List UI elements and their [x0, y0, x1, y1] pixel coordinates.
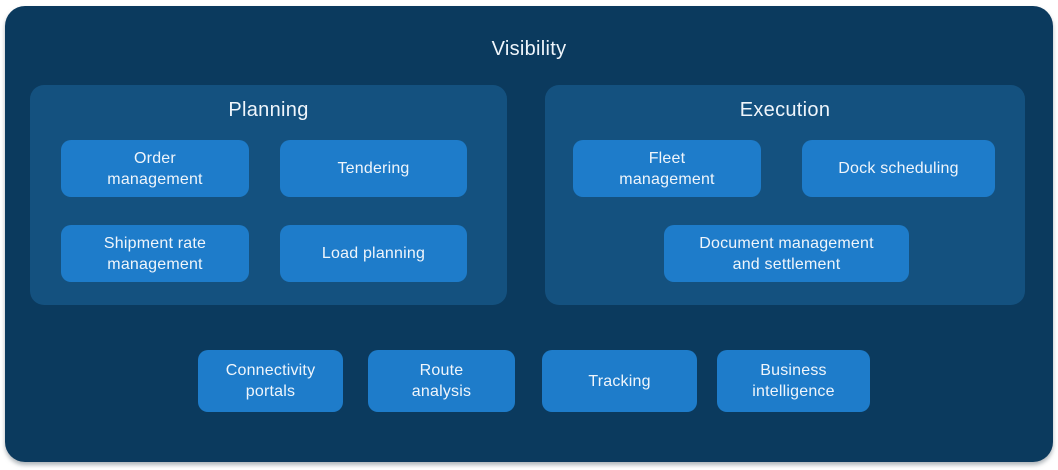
- block-document-management-and-settlement: Document management and settlement: [664, 225, 909, 282]
- block-load-planning: Load planning: [280, 225, 467, 282]
- block-tracking: Tracking: [542, 350, 697, 412]
- block-connectivity-portals: Connectivity portals: [198, 350, 343, 412]
- block-shipment-rate-management: Shipment rate management: [61, 225, 249, 282]
- block-tendering: Tendering: [280, 140, 467, 197]
- planning-panel: Planning Order management Tendering Ship…: [30, 85, 507, 305]
- block-business-intelligence: Business intelligence: [717, 350, 870, 412]
- planning-title: Planning: [228, 99, 309, 121]
- execution-panel: Execution Fleet management Dock scheduli…: [545, 85, 1025, 305]
- visibility-title: Visibility: [491, 38, 567, 60]
- block-fleet-management: Fleet management: [573, 140, 761, 197]
- execution-title: Execution: [739, 99, 831, 121]
- block-route-analysis: Route analysis: [368, 350, 515, 412]
- block-order-management: Order management: [61, 140, 249, 197]
- block-dock-scheduling: Dock scheduling: [802, 140, 995, 197]
- visibility-container: Visibility Planning Order management Ten…: [5, 6, 1053, 462]
